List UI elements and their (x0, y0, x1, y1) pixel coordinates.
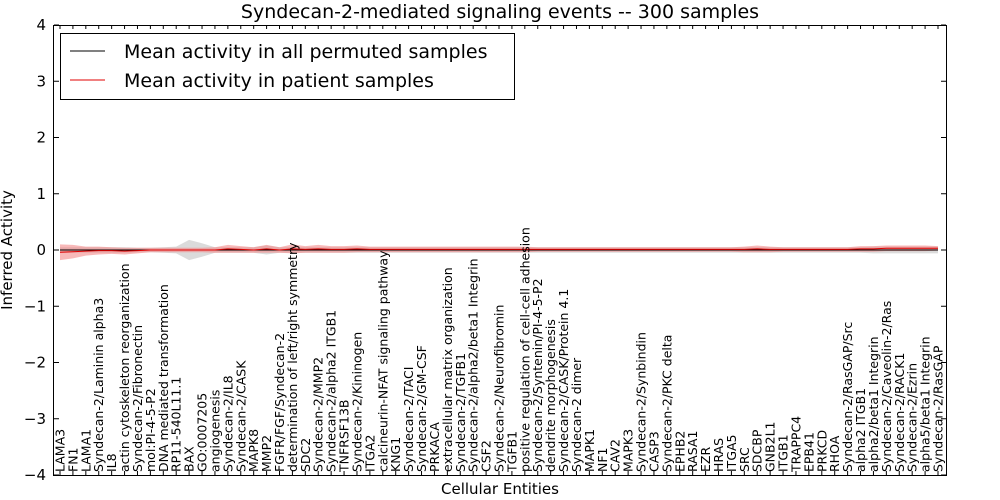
category-label: calcineurin-NFAT signaling pathway (375, 250, 390, 472)
legend-label: Mean activity in all permuted samples (124, 41, 487, 63)
category-label: angiogenesis (207, 390, 222, 472)
category-label: MAPK8 (246, 429, 261, 472)
category-label: TGFB1 (504, 431, 519, 473)
category-label: HRAS (711, 438, 726, 472)
y-tick-label: −1 (24, 297, 46, 315)
category-label: PRKACA (427, 422, 442, 472)
category-label: BAX (182, 446, 197, 472)
band-series-1 (60, 244, 938, 261)
category-label: NF1 (595, 448, 610, 473)
category-label: alpha2/beta1 Integrin (866, 336, 881, 472)
category-label: RHOA (827, 435, 842, 472)
y-axis-label: Inferred Activity (0, 190, 16, 310)
category-label: positive regulation of cell-cell adhesio… (517, 227, 532, 472)
category-label: LAMA1 (78, 429, 93, 472)
category-label: alpha5/beta1 Integrin (918, 336, 933, 472)
y-tick-label: 4 (36, 16, 46, 34)
category-label: KNG1 (388, 437, 403, 472)
category-label: actin cytoskeleton reorganization (117, 263, 132, 472)
category-label: ITGB1 (776, 434, 791, 472)
y-tick-label: 0 (36, 241, 46, 259)
category-label: ITGA5 (724, 434, 739, 472)
category-label: DNA mediated transformation (156, 284, 171, 472)
category-label: Syndecan-2/alpha2 ITGB1 (324, 310, 339, 472)
category-label: Syndecan-2/RasGAP (931, 345, 946, 472)
category-label: Syndecan-2/CASK/Protein 4.1 (556, 289, 571, 472)
category-label: GO:0007205 (195, 393, 210, 472)
category-label: Syndecan-2/Caveolin-2/Ras (879, 301, 894, 472)
category-label: Syndecan-2/Synbindin (634, 332, 649, 472)
y-axis: −4 −3 −2 −1 0 1 2 3 4 (24, 16, 946, 484)
y-tick-label: 1 (36, 185, 46, 203)
series-lines (59, 247, 938, 253)
category-label: Syndecan-2/alpha2/beta1 Integrin (466, 258, 481, 472)
category-label: Syndecan-2/TGFB1 (453, 353, 468, 472)
y-tick-label: 2 (36, 129, 46, 147)
category-label: Syndecan-2/MMP2 (311, 357, 326, 472)
category-label: Syndecan-2/Fibronectin (130, 325, 145, 472)
x-axis (59, 25, 939, 475)
legend: Mean activity in all permuted samplesMea… (60, 33, 515, 100)
legend-box (60, 33, 515, 100)
line-series-1 (59, 247, 938, 253)
category-label: Syndecan-2/TACI (401, 367, 416, 472)
category-label: TNFRSF13B (337, 400, 352, 473)
category-label: CAV2 (608, 439, 623, 472)
category-label: EPB41 (801, 432, 816, 472)
category-label: Syndecan-2/RACK1 (892, 353, 907, 472)
category-label: SDC2 (298, 438, 313, 472)
category-label: PRKCD (814, 430, 829, 472)
category-label: RASA1 (685, 431, 700, 472)
x-axis-label: Cellular Entities (441, 480, 559, 498)
category-label: EZR (698, 447, 713, 472)
category-label: CASP3 (646, 431, 661, 472)
category-label: Syndecan-2/GM-CSF (414, 345, 429, 472)
y-tick-label: −4 (24, 466, 46, 484)
y-tick-label: −3 (24, 410, 46, 428)
category-label: Syndecan-2/PKC delta (659, 335, 674, 472)
category-label: SDCBP (750, 429, 765, 472)
category-label: extracellular matrix organization (440, 267, 455, 472)
category-label: EPHB2 (672, 431, 687, 472)
category-label: Syndecan-2/Kininogen (350, 332, 365, 472)
category-label: Syndecan-2/Neurofibromin (492, 305, 507, 472)
category-label: CSF2 (479, 440, 494, 472)
category-label: Syndecan-2/Ezrin (905, 363, 920, 472)
category-label: alpha2 ITGB1 (853, 388, 868, 472)
category-label: MMP2 (259, 435, 274, 472)
y-tick-label: 3 (36, 72, 46, 90)
category-label: LAMA3 (53, 429, 68, 472)
category-label: Syndecan-2/Laminin alpha3 (91, 298, 106, 472)
category-label: Syndecan-2/Syntenin/PI-4-5-P2 (530, 278, 545, 472)
category-label: FGFR/FGF/Syndecan-2 (272, 333, 287, 472)
category-label: Syndecan-2 dimer (569, 357, 584, 472)
category-label: mol:PI-4-5-P2 (143, 388, 158, 472)
category-label: GNB2L1 (763, 422, 778, 472)
category-label: MAPK3 (621, 429, 636, 472)
category-label: determination of left/right symmetry (285, 242, 300, 472)
category-label: Syndecan-2/CASK (233, 360, 248, 472)
category-label: Syndecan-2/IL8 (220, 375, 235, 472)
y-tick-label: −2 (24, 354, 46, 372)
category-label: ITGA2 (362, 434, 377, 472)
legend-label: Mean activity in patient samples (124, 70, 434, 92)
plot-frame (53, 25, 947, 476)
chart-title: Syndecan-2-mediated signaling events -- … (241, 1, 759, 23)
category-label: SRC (737, 447, 752, 472)
category-label: RP11-540L11.1 (169, 377, 184, 472)
category-label: dendrite morphogenesis (543, 319, 558, 472)
category-label: MAPK1 (582, 429, 597, 472)
category-label: IL8 (104, 453, 119, 472)
category-label: TRAPPC4 (789, 416, 804, 473)
category-label: FN1 (65, 448, 80, 473)
category-label: Syndecan-2/RasGAP/Src (840, 322, 855, 472)
